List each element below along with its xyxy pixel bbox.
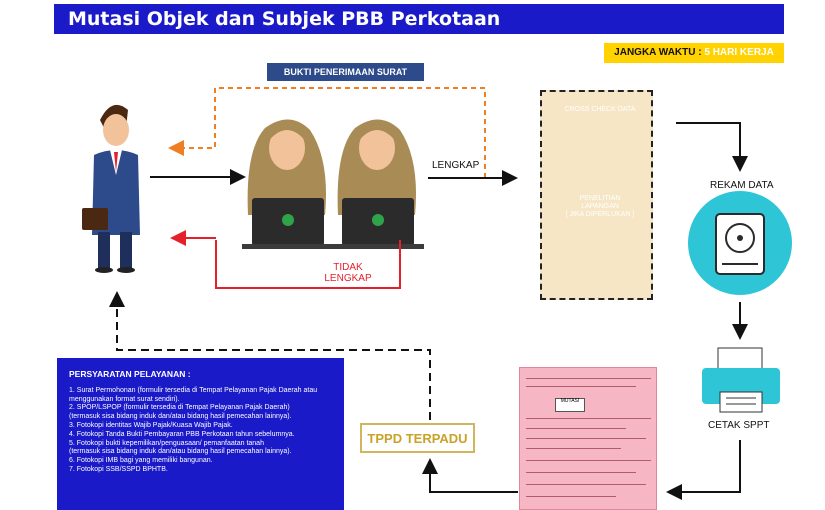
penelitian-label: PENELITIAN LAPANGAN [ JIKA DIPERLUKAN ]	[558, 195, 642, 219]
arrow-to-rekam	[676, 122, 748, 172]
arrow-incomplete-line	[215, 240, 401, 289]
requirement-item: 7. Fotokopi SSB/SSPD BPHTB.	[69, 465, 168, 473]
requirement-item: (termasuk sisa bidang induk dan/atau bid…	[69, 413, 292, 421]
requirement-item: (termasuk sisa bidang induk dan/atau bid…	[69, 448, 292, 456]
tidak-lengkap-label: TIDAK LENGKAP	[320, 262, 376, 284]
tidak-label: TIDAK	[333, 262, 363, 273]
bukti-label: BUKTI PENERIMAAN SURAT	[267, 63, 424, 81]
penelitian-line-3: [ JIKA DIPERLUKAN ]	[565, 211, 635, 218]
requirement-item: 6. Fotokopi IMB bagi yang memiliki bangu…	[69, 457, 213, 465]
doc-line	[526, 460, 651, 461]
requirement-item: 1. Surat Permohonan (formulir tersedia d…	[69, 386, 318, 394]
doc-line	[526, 386, 636, 387]
arrow-return	[109, 291, 431, 420]
tidak-lengkap-word: LENGKAP	[324, 273, 372, 284]
rekam-data-label: REKAM DATA	[710, 180, 774, 191]
deadline-badge: JANGKA WAKTU : 5 HARI KERJA	[604, 43, 784, 63]
doc-line	[526, 448, 621, 449]
hard-drive-icon	[688, 191, 792, 295]
requirement-item: 3. Fotokopi identitas Wajib Pajak/Kuasa …	[69, 421, 233, 429]
page-title: Mutasi Objek dan Subjek PBB Perkotaan	[54, 4, 784, 34]
cetak-sppt-label: CETAK SPPT	[708, 420, 770, 431]
requirements-panel: PERSYARATAN PELAYANAN : 1. Surat Permoho…	[57, 358, 344, 510]
requirements-heading: PERSYARATAN PELAYANAN :	[69, 369, 191, 379]
doc-line	[526, 438, 646, 439]
printer-icon	[702, 347, 780, 413]
verification-box	[540, 90, 653, 300]
penelitian-line-2: LAPANGAN	[581, 203, 619, 210]
tppd-badge: TPPD TERPADU	[360, 423, 475, 453]
lengkap-label: LENGKAP	[432, 160, 480, 171]
doc-line	[526, 472, 636, 473]
sppt-document: MUTASI	[519, 367, 657, 510]
officer-1	[242, 119, 334, 249]
doc-line	[526, 484, 646, 485]
requirement-item: 5. Fotokopi bukti kepemilikan/penguasaan…	[69, 439, 264, 447]
requirement-item: menggunakan format surat sendiri).	[69, 395, 180, 403]
penelitian-line-1: PENELITIAN	[579, 195, 621, 202]
requirement-item: 2. SPOP/LSPOP (formulir tersedia di Temp…	[69, 404, 290, 412]
officer-2	[332, 119, 424, 249]
cross-check-label: CROSS CHECK DATA	[564, 106, 636, 113]
requirement-item: 4. Fotokopi Tanda Bukti Pembayaran PBB P…	[69, 430, 295, 438]
arrow-to-doc	[666, 440, 741, 500]
doc-line	[526, 428, 626, 429]
arrow-receipt	[168, 87, 486, 178]
doc-line	[526, 496, 616, 497]
deadline-label: JANGKA WAKTU :	[614, 47, 705, 58]
mutasi-stamp: MUTASI	[555, 398, 585, 412]
arrow-to-tppd	[422, 458, 518, 493]
doc-line	[526, 378, 651, 379]
deadline-value: 5 HARI KERJA	[704, 47, 774, 58]
taxpayer-figure	[82, 104, 140, 273]
doc-line	[526, 418, 651, 419]
